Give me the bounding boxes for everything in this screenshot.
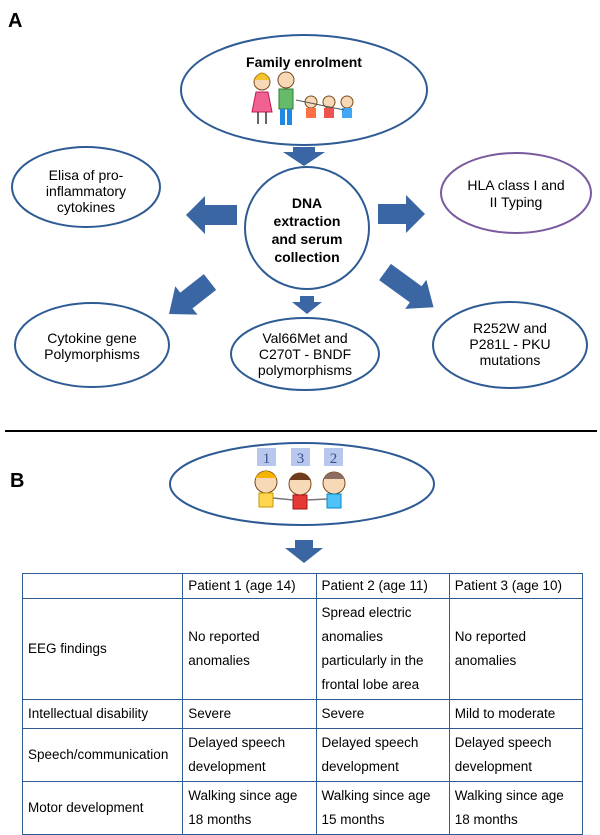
elisa-line-1: Elisa of pro- <box>49 167 124 183</box>
arrow-down-center <box>292 296 322 314</box>
family-figures-icon <box>251 71 354 125</box>
center-line-4: collection <box>274 249 339 265</box>
hla-ellipse <box>440 152 592 234</box>
table-header-patient-2: Patient 2 (age 11) <box>315 573 450 599</box>
table-row: Speech/communication Delayed speech deve… <box>21 728 584 782</box>
cell-eeg-p3: No reported anomalies <box>448 598 584 700</box>
arrow-down-right <box>379 263 434 309</box>
table-row: Intellectual disability Severe Severe Mi… <box>21 699 584 729</box>
hla-line-1: HLA class I and <box>467 177 564 193</box>
cell-speech-p3: Delayed speech development <box>448 728 584 782</box>
row-label-motor: Motor development <box>21 781 184 835</box>
children-figures-icon <box>254 470 346 510</box>
pku-ellipse <box>432 301 588 389</box>
table-header-row: Patient 1 (age 14) Patient 2 (age 11) Pa… <box>21 573 584 599</box>
bdnf-ellipse <box>230 317 380 391</box>
patients-table: Patient 1 (age 14) Patient 2 (age 11) Pa… <box>21 573 584 835</box>
cell-speech-p1: Delayed speech development <box>182 728 317 782</box>
elisa-line-2: inflammatory <box>46 183 126 199</box>
elisa-line-3: cytokines <box>57 199 115 215</box>
table-row: EEG findings No reported anomalies Sprea… <box>21 598 584 700</box>
cell-eeg-p1: No reported anomalies <box>182 598 317 700</box>
bdnf-line-3: polymorphisms <box>258 362 352 378</box>
bdnf-line-2: C270T - BNDF <box>259 346 351 362</box>
table-header-patient-1: Patient 1 (age 14) <box>182 573 317 599</box>
arrow-down-table <box>285 540 323 563</box>
row-label-eeg: EEG findings <box>21 598 184 700</box>
cell-speech-p2: Delayed speech development <box>315 728 450 782</box>
family-enrolment-ellipse <box>180 34 428 146</box>
arrow-left-elisa <box>186 196 237 234</box>
elisa-ellipse <box>11 146 161 228</box>
cell-eeg-p2: Spread electric anomalies particularly i… <box>315 598 450 700</box>
child-number-box-2 <box>291 448 310 466</box>
cytokine-line-1: Cytokine gene <box>47 330 137 346</box>
cell-intellectual-p3: Mild to moderate <box>448 699 584 729</box>
child-number-box-1 <box>257 448 276 466</box>
bdnf-line-1: Val66Met and <box>262 330 347 346</box>
center-line-3: and serum <box>272 231 343 247</box>
panel-divider <box>5 430 597 432</box>
pku-line-2: P281L - PKU <box>469 336 550 352</box>
arrow-down-top <box>283 147 325 166</box>
cytokine-line-2: Polymorphisms <box>44 346 140 362</box>
child-number-3: 2 <box>330 451 338 467</box>
panel-label-b: B <box>10 470 25 492</box>
table-header-patient-3: Patient 3 (age 10) <box>448 573 584 599</box>
center-line-1: DNA <box>292 195 322 211</box>
table-row: Motor development Walking since age 18 m… <box>21 781 584 835</box>
cell-motor-p2: Walking since age 15 months <box>315 781 450 835</box>
row-label-speech: Speech/communication <box>21 728 184 782</box>
hla-line-2: II Typing <box>490 194 543 210</box>
panel-label-a: A <box>8 10 23 32</box>
pku-line-3: mutations <box>480 352 541 368</box>
arrow-right-hla <box>378 195 425 233</box>
table-header-empty <box>21 573 184 599</box>
child-number-1: 1 <box>263 451 271 467</box>
child-number-2: 3 <box>297 451 305 467</box>
cell-motor-p3: Walking since age 18 months <box>448 781 584 835</box>
cell-intellectual-p2: Severe <box>315 699 450 729</box>
cytokine-ellipse <box>14 302 170 388</box>
child-number-box-3 <box>324 448 343 466</box>
cell-intellectual-p1: Severe <box>182 699 317 729</box>
arrow-down-left <box>169 274 217 315</box>
family-enrolment-label: Family enrolment <box>246 54 362 70</box>
row-label-intellectual: Intellectual disability <box>21 699 184 729</box>
cell-motor-p1: Walking since age 18 months <box>182 781 317 835</box>
center-line-2: extraction <box>274 213 341 229</box>
flow-diagram: Family enrolment DNA extraction and seru… <box>11 34 592 563</box>
pku-line-1: R252W and <box>473 320 547 336</box>
dna-extraction-ellipse <box>244 166 370 290</box>
